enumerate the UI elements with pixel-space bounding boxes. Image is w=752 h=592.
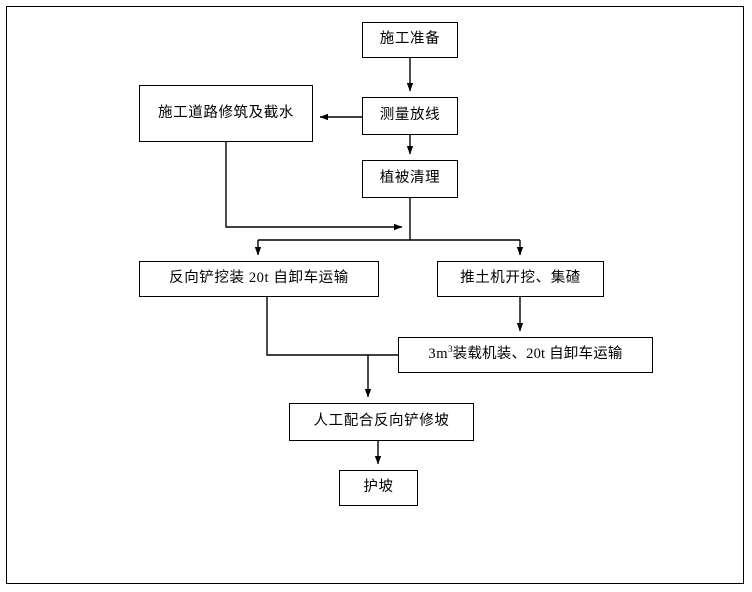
node-backhoe-excavation-20t-dump-truck[interactable]: 反向铲挖装 20t 自卸车运输 [139, 261, 379, 297]
node-slope-protection[interactable]: 护坡 [339, 470, 418, 506]
node-label: 植被清理 [379, 170, 441, 187]
node-label: 施工准备 [379, 31, 441, 48]
node-loader-3m3-20t-dump-truck[interactable]: 3m3装载机装、20t 自卸车运输 [398, 337, 653, 373]
node-label: 推土机开挖、集碴 [460, 270, 581, 287]
node-label-suffix: 装载机装、20t 自卸车运输 [452, 346, 623, 363]
node-construction-preparation[interactable]: 施工准备 [362, 22, 458, 58]
node-label-prefix: 3m [428, 346, 449, 363]
node-label: 人工配合反向铲修坡 [313, 413, 450, 430]
connector-backhoe-to-slope-trimming [266, 297, 398, 398]
connector-vegetation-trunk [254, 198, 524, 256]
node-manual-with-backhoe-slope-trimming[interactable]: 人工配合反向铲修坡 [289, 403, 474, 441]
node-survey-setting-out[interactable]: 测量放线 [362, 97, 458, 135]
node-label: 施工道路修筑及截水 [158, 104, 294, 121]
node-label: 护坡 [363, 479, 394, 496]
node-bulldozer-excavation-muck-collection[interactable]: 推土机开挖、集碴 [437, 261, 604, 297]
node-vegetation-clearing[interactable]: 植被清理 [362, 160, 458, 198]
node-label: 3m3装载机装、20t 自卸车运输 [426, 344, 624, 363]
node-label: 反向铲挖装 20t 自卸车运输 [169, 270, 349, 287]
node-label-superscript: 3 [448, 344, 453, 355]
connector-site-road-to-trunk [225, 142, 403, 231]
node-site-road-and-water-interception[interactable]: 施工道路修筑及截水 [139, 85, 313, 142]
node-label: 测量放线 [379, 107, 441, 124]
